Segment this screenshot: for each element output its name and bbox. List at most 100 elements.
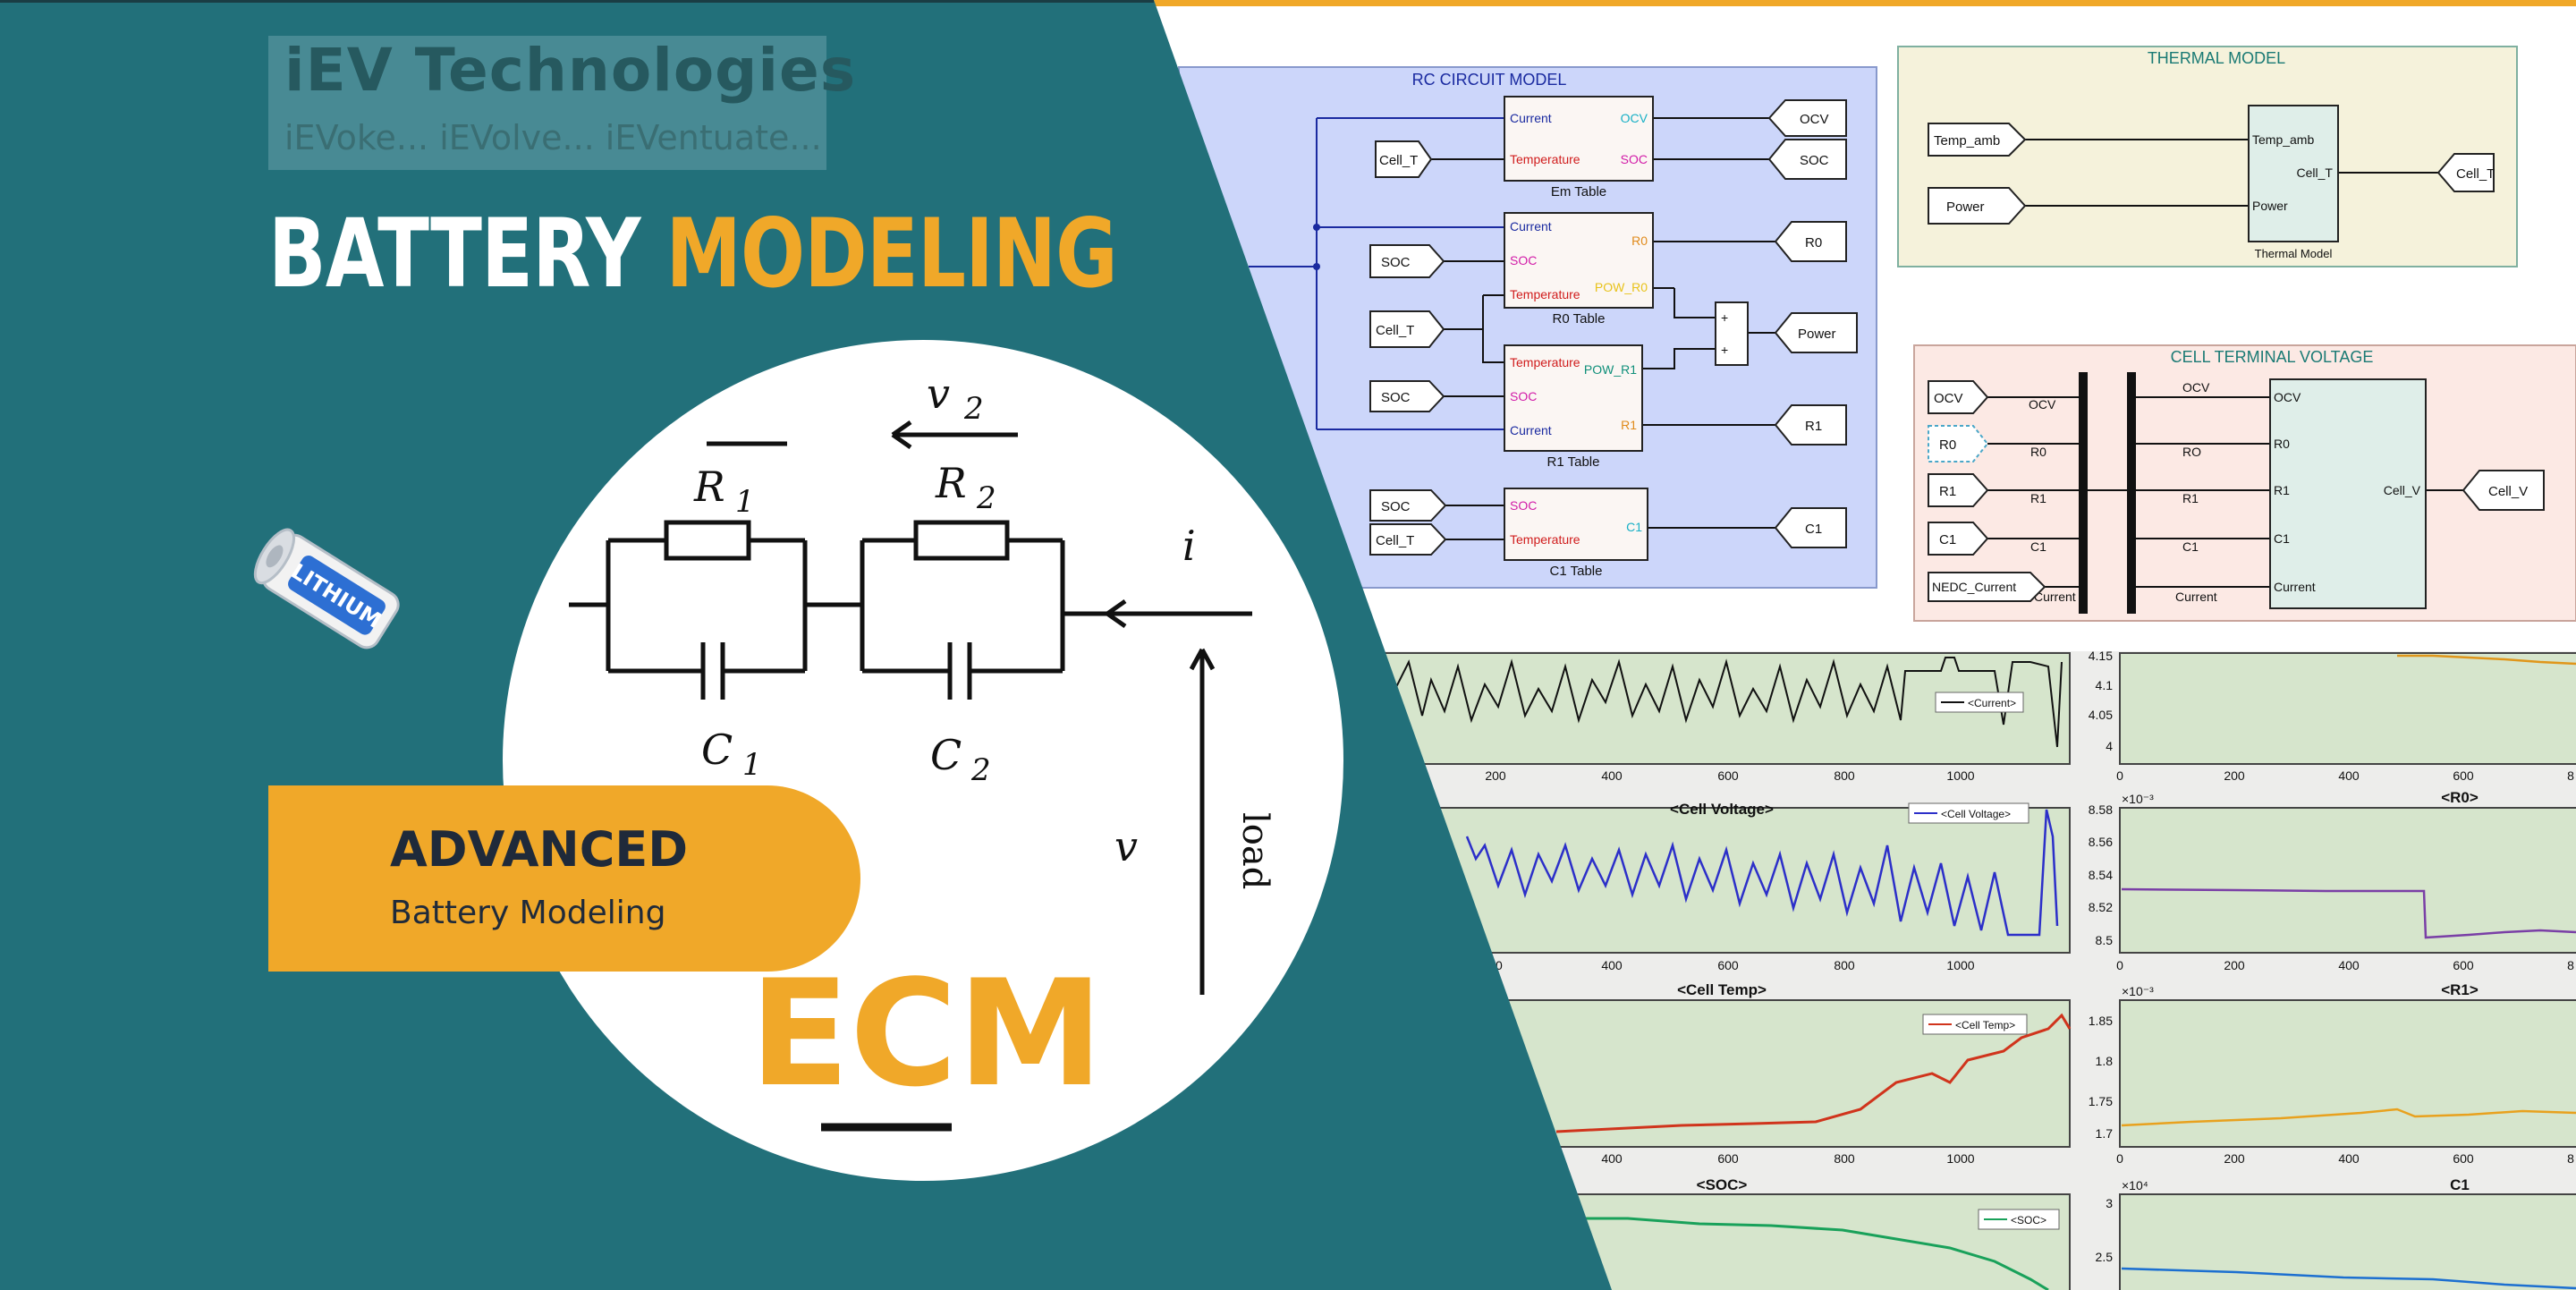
headline: BATTERY MODELING — [268, 199, 1118, 309]
input-tag-cell-t[interactable]: Cell_T — [1369, 310, 1445, 348]
cv-port-ocv: OCV — [2274, 390, 2301, 404]
x-tick: 0 — [2116, 1151, 2123, 1166]
input-tag-temp-amb[interactable]: Temp_amb — [1928, 123, 2027, 157]
r1-table-label: R1 Table — [1547, 454, 1600, 470]
x-tick: 600 — [1717, 958, 1739, 972]
x-tick: 400 — [2338, 958, 2360, 972]
advanced-badge-title: ADVANCED — [390, 821, 689, 878]
input-tag-c1[interactable]: C1 — [1928, 522, 1989, 556]
ecm-circuit-diagram — [569, 420, 1252, 1132]
y-tick: 1.7 — [2096, 1126, 2114, 1141]
svg-text:SOC: SOC — [1381, 255, 1411, 270]
x-tick: 1000 — [1946, 1151, 1974, 1166]
temp-legend-label: <Cell Temp> — [1955, 1019, 2015, 1031]
input-tag-soc[interactable]: SOC — [1369, 380, 1445, 412]
output-tag-soc[interactable]: SOC — [1767, 139, 1847, 180]
r2-label: R — [935, 459, 967, 507]
r1-subscript: 1 — [735, 484, 755, 520]
r0-port-soc: SOC — [1510, 253, 1537, 267]
input-tag-r0[interactable]: R0 — [1928, 425, 1989, 463]
x-tick: 800 — [1834, 1151, 1855, 1166]
x-tick: 200 — [1485, 768, 1506, 783]
svg-text:Cell_V: Cell_V — [2488, 484, 2528, 499]
sum-block[interactable] — [1715, 301, 1749, 366]
current-trace — [1394, 657, 2063, 748]
r1-port-soc: SOC — [1510, 389, 1537, 403]
voltage-v-label: v — [1114, 822, 1138, 870]
x-tick: 800 — [1834, 958, 1855, 972]
wire-label-r1: R1 — [2030, 491, 2046, 505]
temp-legend: <Cell Temp> — [1922, 1014, 2028, 1035]
em-table-block[interactable] — [1504, 96, 1654, 182]
input-tag-soc[interactable]: SOC — [1369, 244, 1445, 278]
temp-plot-title: <Cell Temp> — [1677, 981, 1767, 998]
x-tick: 400 — [1601, 1151, 1623, 1166]
output-tag-power[interactable]: Power — [1774, 312, 1858, 353]
r1-plot-axes — [2119, 999, 2576, 1148]
wire-label-current: Current — [2175, 590, 2217, 604]
wire-label-c1: C1 — [2030, 539, 2046, 554]
soc-legend: <SOC> — [1978, 1209, 2060, 1230]
thermal-block[interactable] — [2248, 105, 2339, 242]
x-tick: 400 — [2338, 768, 2360, 783]
wire-label-ocv: OCV — [2182, 380, 2210, 395]
r0-port-pow: POW_R0 — [1595, 280, 1648, 294]
cv-port-r1: R1 — [2274, 483, 2290, 497]
output-tag-c1[interactable]: C1 — [1774, 507, 1847, 548]
y-tick: 4.05 — [2089, 708, 2113, 722]
svg-text:OCV: OCV — [1800, 112, 1829, 127]
input-tag-nedc-current[interactable]: NEDC_Current — [1928, 572, 2046, 602]
r1-table-block[interactable] — [1504, 344, 1643, 452]
y-tick: 4 — [2106, 739, 2113, 753]
c1-subscript: 1 — [742, 747, 762, 783]
thermal-port-temp-amb: Temp_amb — [2252, 132, 2314, 147]
input-tag-ocv[interactable]: OCV — [1928, 380, 1989, 414]
output-tag-r0[interactable]: R0 — [1774, 221, 1847, 262]
em-table-label: Em Table — [1551, 184, 1606, 199]
svg-text:Temp_amb: Temp_amb — [1934, 133, 2000, 149]
c1-plot-axes — [2119, 1193, 2576, 1290]
mux-bar — [2079, 372, 2088, 614]
r1-plot-title: <R1> — [2441, 981, 2479, 998]
x-tick: 600 — [1717, 768, 1739, 783]
r1-port-current: Current — [1510, 423, 1552, 437]
input-tag-r1[interactable]: R1 — [1928, 473, 1989, 507]
x-tick: 8 — [2567, 1151, 2574, 1166]
soc-legend-label: <SOC> — [2011, 1214, 2046, 1226]
svg-text:Cell_T: Cell_T — [1376, 323, 1414, 338]
c1-port-c1: C1 — [1626, 520, 1642, 534]
x-tick: 0 — [2116, 958, 2123, 972]
output-tag-cell-t[interactable]: Cell_T — [2436, 153, 2495, 192]
r0-plot-axes — [2119, 807, 2576, 954]
ocv-y-ticks: 4.15 4.1 4.05 4 — [2089, 649, 2113, 753]
wire-label-r0: R0 — [2030, 445, 2046, 459]
output-tag-r1[interactable]: R1 — [1774, 404, 1847, 446]
c1-plot-title: C1 — [2450, 1176, 2470, 1193]
input-tag-soc[interactable]: SOC — [1369, 489, 1447, 522]
svg-text:Cell_T: Cell_T — [1379, 153, 1418, 168]
r0-table-block[interactable] — [1504, 212, 1654, 309]
ocv-x-ticks: 0 200 400 600 8 — [2116, 768, 2574, 783]
em-port-soc: SOC — [1621, 152, 1648, 166]
y-tick: 4.15 — [2089, 649, 2113, 663]
r1-port-temperature: Temperature — [1510, 355, 1580, 369]
thermal-port-power: Power — [2252, 199, 2288, 213]
c1-trace — [2121, 1267, 2576, 1290]
c1-label: C — [701, 726, 733, 774]
r1-label: R — [693, 463, 725, 511]
thermal-panel-title: THERMAL MODEL — [2148, 49, 2285, 67]
input-tag-power[interactable]: Power — [1928, 187, 2027, 225]
output-tag-cell-v[interactable]: Cell_V — [2462, 470, 2545, 511]
cell-voltage-block[interactable] — [2269, 378, 2427, 609]
input-tag-cell-t[interactable]: Cell_T — [1375, 140, 1433, 178]
x-tick: 600 — [2453, 958, 2474, 972]
x-tick: 0 — [2116, 768, 2123, 783]
soc-trace — [1556, 1217, 2049, 1290]
x-tick: 600 — [2453, 768, 2474, 783]
output-tag-ocv[interactable]: OCV — [1767, 99, 1847, 137]
y-tick: 8.58 — [2089, 802, 2113, 817]
c1-table-block[interactable] — [1504, 488, 1648, 561]
input-tag-cell-t[interactable]: Cell_T — [1369, 523, 1447, 556]
r0-port-r0: R0 — [1631, 233, 1648, 248]
ctv-wires — [1987, 396, 2463, 588]
